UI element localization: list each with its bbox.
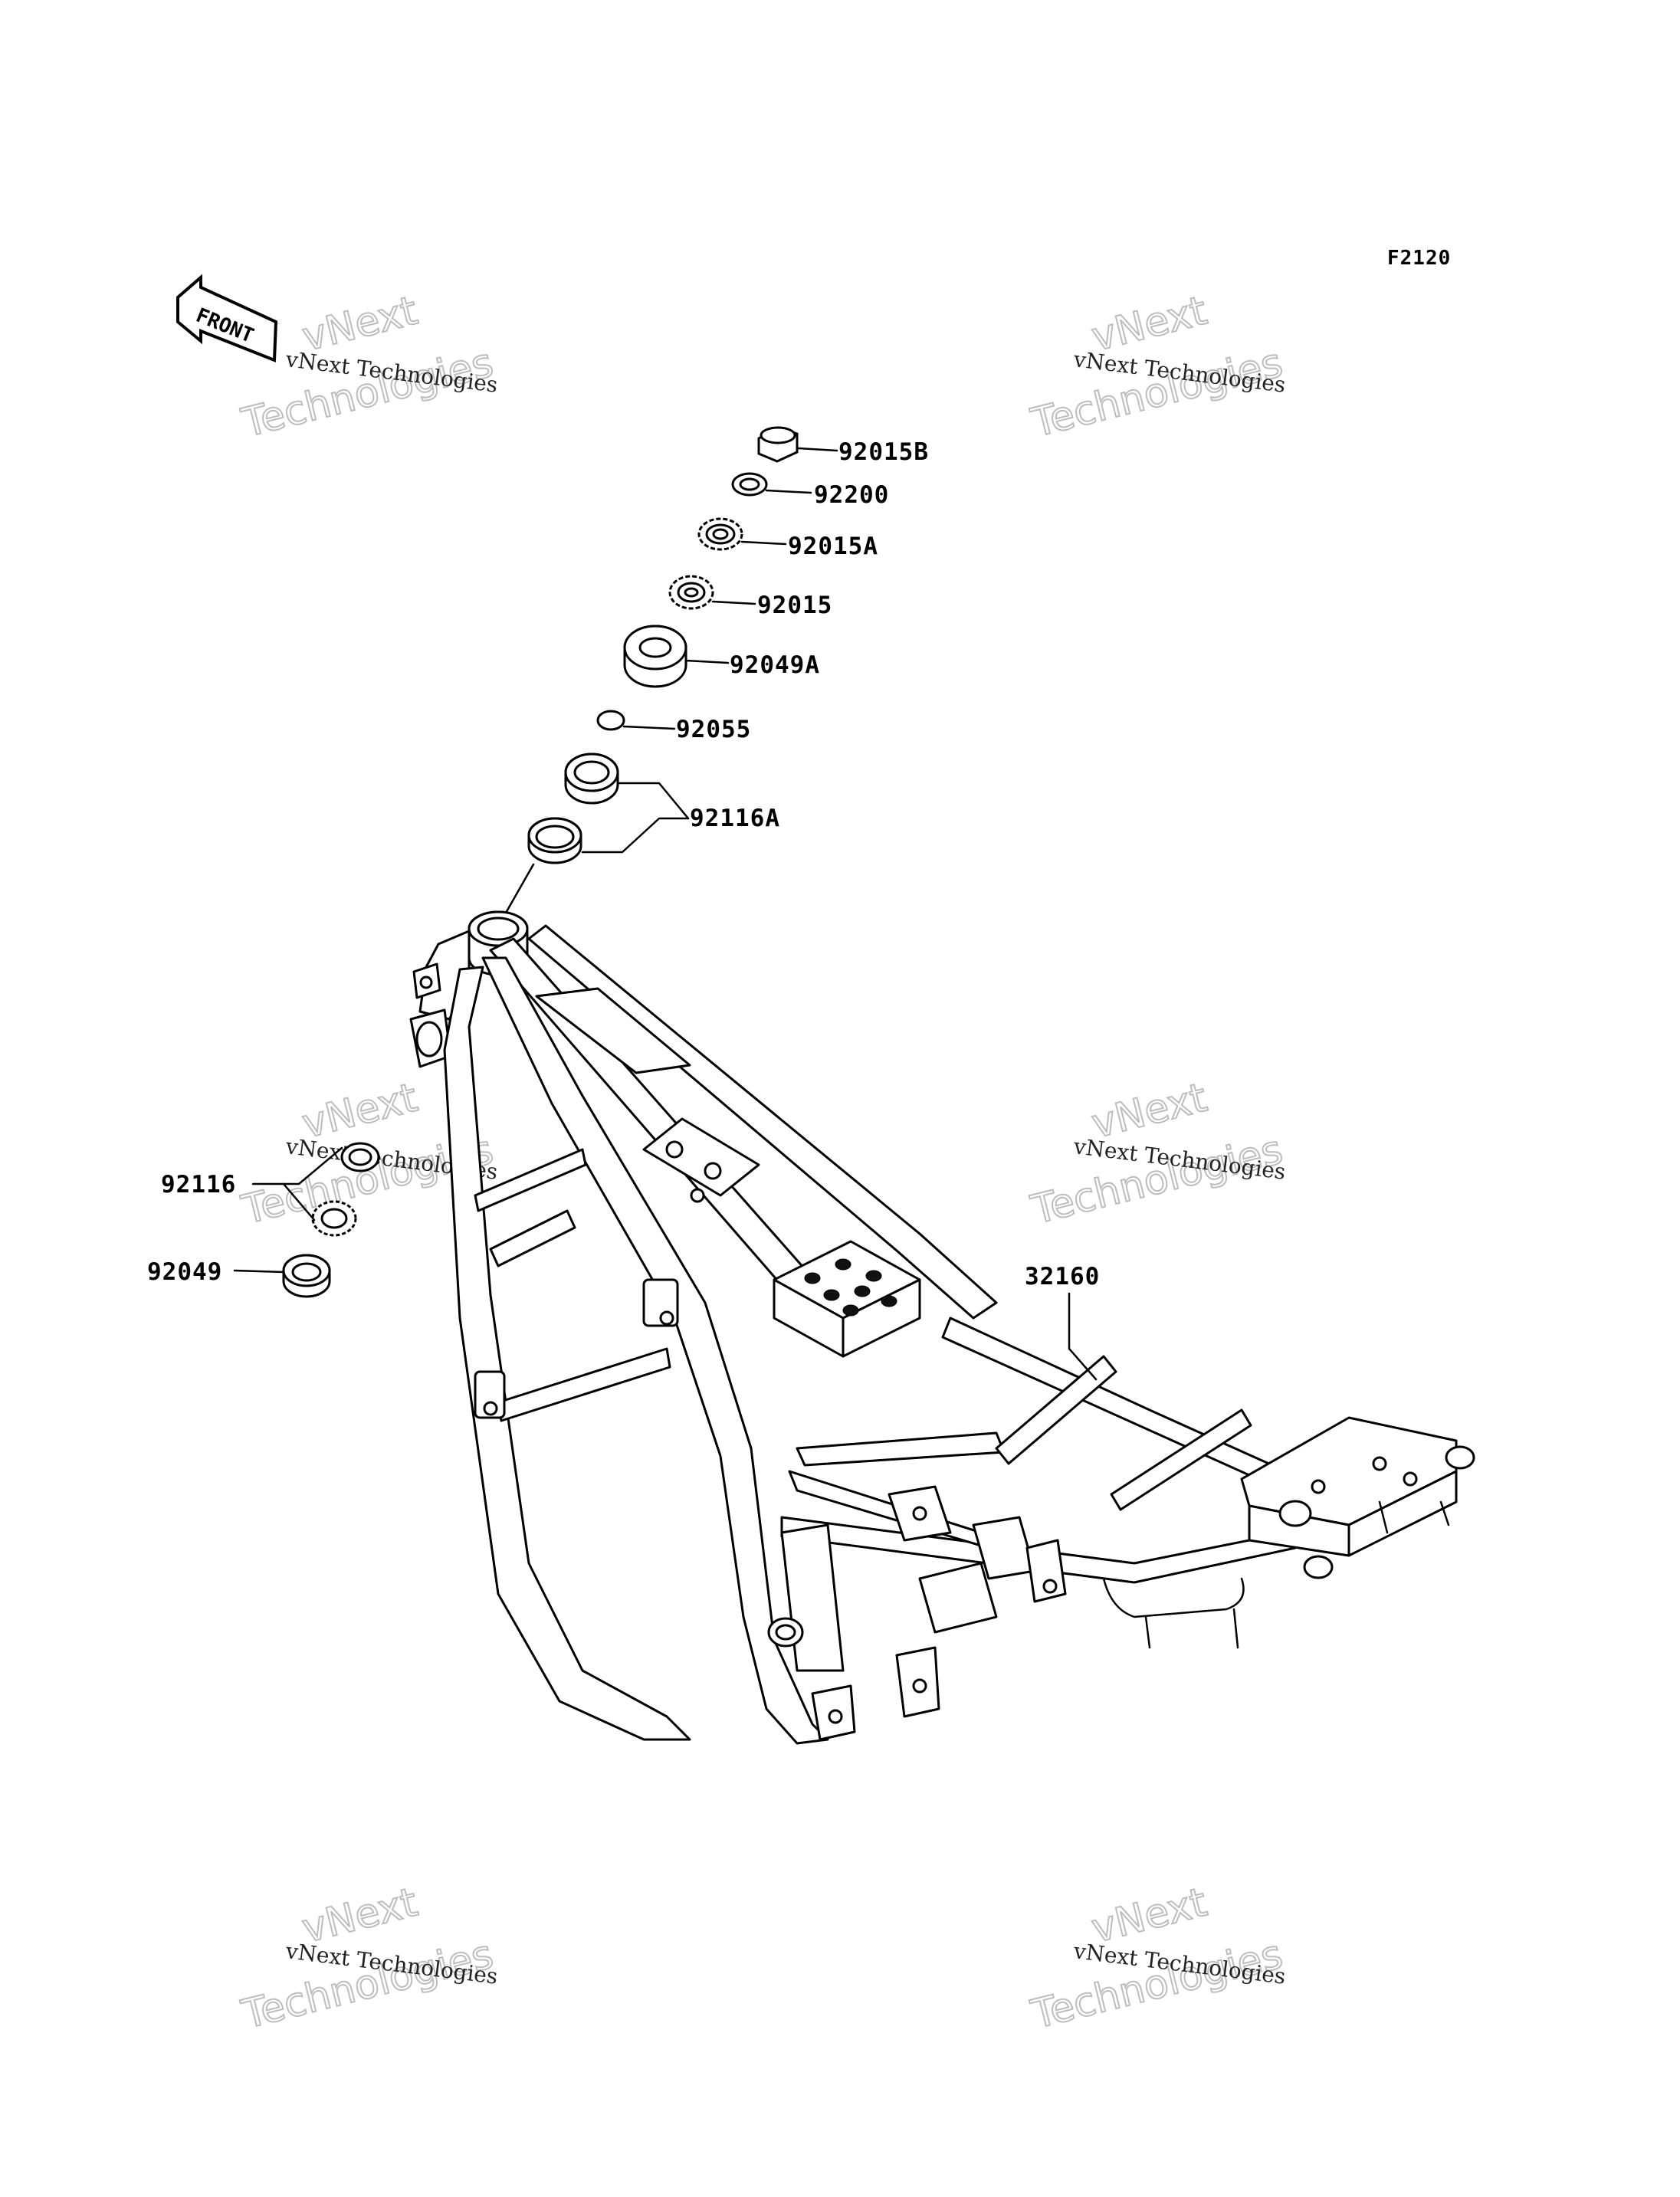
- part-92116A-upper-bearing: [564, 753, 619, 805]
- label-92116A: 92116A: [690, 805, 780, 832]
- label-92049A: 92049A: [730, 651, 820, 679]
- leader-92116-a: [251, 1146, 343, 1185]
- leader-92116A-b: [581, 817, 690, 854]
- leader-92049: [233, 1269, 285, 1274]
- leader-92116A-a: [618, 782, 690, 820]
- leader-92055: [622, 725, 676, 730]
- part-92049-seal: [282, 1254, 331, 1298]
- diagram-code: F2120: [1387, 247, 1451, 270]
- part-92015B-cap-nut: [757, 426, 799, 463]
- watermark-mid-right: vNext Technologies vNext Technologies: [1026, 1074, 1288, 1235]
- part-92116-bearing: [311, 1200, 357, 1237]
- leader-92015A: [740, 540, 787, 546]
- part-92116A-lower-race: [527, 817, 582, 864]
- part-92055-o-ring: [596, 710, 625, 731]
- leader-92015B: [797, 447, 838, 452]
- label-92049: 92049: [147, 1258, 222, 1286]
- leader-92049A: [684, 659, 730, 664]
- watermark-bottom-right: vNext Technologies vNext Technologies: [1026, 1879, 1288, 2039]
- part-92116-bearing-race: [340, 1142, 380, 1172]
- label-92116: 92116: [161, 1171, 236, 1199]
- label-92055: 92055: [676, 716, 751, 743]
- part-92200-washer: [731, 472, 768, 497]
- label-32160: 32160: [1025, 1263, 1100, 1290]
- watermark-bottom-left: vNext Technologies vNext Technologies: [237, 1879, 500, 2039]
- part-92015A-nut: [697, 517, 743, 551]
- part-92015-nut: [668, 575, 714, 610]
- label-92015A: 92015A: [788, 533, 878, 560]
- label-92015B: 92015B: [838, 438, 929, 466]
- part-92049A-seal: [623, 625, 687, 688]
- leader-head: [500, 863, 535, 921]
- label-92200: 92200: [814, 481, 889, 509]
- watermark-top-left: vNext Technologies vNext Technologies: [237, 287, 500, 448]
- leader-32160: [1068, 1292, 1098, 1381]
- leader-92116-b: [282, 1182, 316, 1221]
- frame-32160: [409, 910, 1475, 1745]
- watermark-top-right: vNext Technologies vNext Technologies: [1026, 287, 1288, 448]
- label-92015: 92015: [757, 592, 832, 619]
- leader-92200: [765, 489, 812, 494]
- front-arrow-icon: FRONT: [176, 274, 282, 362]
- leader-92015: [711, 600, 756, 605]
